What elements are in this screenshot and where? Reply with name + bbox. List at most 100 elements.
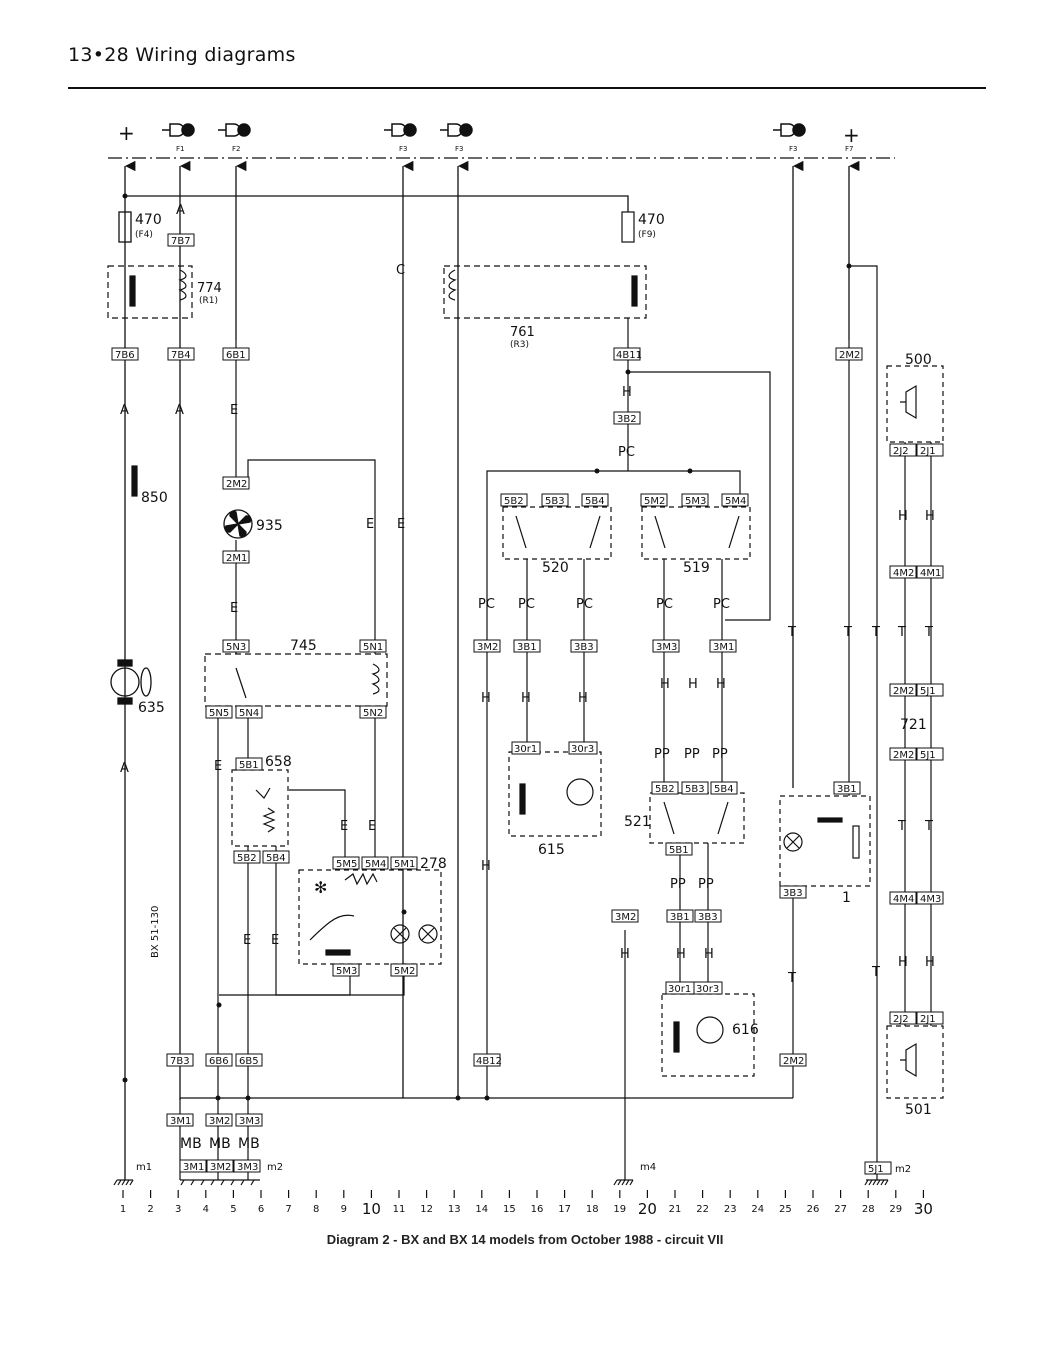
svg-text:PP: PP: [712, 747, 728, 762]
svg-text:H: H: [521, 691, 531, 706]
connector-3B1-616: 3B1: [666, 909, 694, 923]
connector-5M2-519: 5M2: [640, 493, 668, 507]
svg-text:3M3: 3M3: [237, 1162, 258, 1173]
scale-label: 28: [862, 1204, 875, 1215]
svg-text:H: H: [925, 509, 935, 524]
svg-text:616: 616: [732, 1022, 759, 1038]
svg-text:4M4: 4M4: [893, 894, 914, 905]
scale-label: 2: [147, 1204, 153, 1215]
svg-text:745: 745: [290, 638, 317, 654]
svg-text:4M3: 4M3: [920, 894, 941, 905]
connector-5M2: 5M2: [390, 963, 418, 977]
ground-symbols: m1 m2 m4 m2: [113, 1162, 911, 1186]
svg-text:470: 470: [638, 212, 665, 228]
connector-7B3: 7B3: [166, 1053, 194, 1067]
fuse-terminal-icon: [773, 123, 806, 137]
page-header: 13•28 Wiring diagrams: [68, 44, 296, 66]
connector-5N2: 5N2: [359, 705, 387, 719]
terminal-f3: F3: [399, 145, 407, 153]
lamp-unit-1: 1: [779, 795, 871, 906]
window-switch-521: 521: [624, 792, 745, 844]
connector-5N5: 5N5: [205, 705, 233, 719]
connector-5M3: 5M3: [332, 963, 360, 977]
svg-text:E: E: [243, 933, 251, 948]
svg-text:5M3: 5M3: [685, 496, 706, 507]
top-terminals: + F1 F2 F3 F3 F3 + F7: [118, 121, 860, 153]
svg-text:H: H: [620, 947, 630, 962]
scale-label: 27: [834, 1204, 847, 1215]
svg-text:H: H: [925, 955, 935, 970]
svg-text:519: 519: [683, 560, 710, 576]
connector-5B2-520: 5B2: [500, 493, 528, 507]
svg-text:3B2: 3B2: [617, 414, 637, 425]
scale-label: 11: [393, 1204, 406, 1215]
connector-30r1-616: 30r1: [665, 981, 695, 995]
connector-2M1-721b: 2M2: [889, 747, 917, 761]
svg-text:5B2: 5B2: [655, 784, 675, 795]
svg-text:721: 721: [900, 717, 927, 733]
svg-text:E: E: [397, 517, 405, 532]
svg-text:3M1: 3M1: [713, 642, 734, 653]
svg-text:T: T: [924, 625, 933, 640]
svg-text:E: E: [366, 517, 374, 532]
svg-text:2J2: 2J2: [893, 446, 909, 457]
scale-label: 21: [669, 1204, 682, 1215]
connector-3M2: 3M2: [473, 639, 501, 653]
svg-text:5B2: 5B2: [237, 853, 257, 864]
svg-text:5N1: 5N1: [363, 642, 383, 653]
scale-label: 19: [613, 1204, 626, 1215]
svg-text:3M3: 3M3: [656, 642, 677, 653]
scale-label: 12: [420, 1204, 433, 1215]
connector-4B12: 4B12: [473, 1053, 502, 1067]
fuse-terminal-icon: [384, 123, 417, 137]
svg-text:A: A: [120, 403, 129, 418]
svg-text:3M1: 3M1: [183, 1162, 204, 1173]
fan-motor-635: 635: [110, 659, 165, 716]
scale-label: 7: [285, 1204, 291, 1215]
scale-label: 22: [696, 1204, 709, 1215]
svg-text:(F9): (F9): [638, 230, 656, 240]
connector-3B1: 3B1: [513, 639, 541, 653]
svg-text:7B7: 7B7: [171, 236, 191, 247]
svg-text:3B1: 3B1: [517, 642, 537, 653]
svg-text:5J1: 5J1: [920, 750, 936, 761]
connector-blocks: 7B7 7B6 7B4 6B1 2M2 2M1 5N3 5N1 5N5 5N4 …: [111, 233, 944, 1175]
svg-text:30r1: 30r1: [514, 744, 537, 755]
svg-text:E: E: [340, 819, 348, 834]
diagram-caption: Diagram 2 - BX and BX 14 models from Oct…: [326, 1232, 724, 1247]
svg-text:658: 658: [265, 754, 292, 770]
connector-3B2: 3B2: [613, 411, 641, 425]
svg-text:PC: PC: [713, 597, 730, 612]
svg-text:5B1: 5B1: [239, 760, 259, 771]
svg-text:H: H: [481, 691, 491, 706]
svg-text:1: 1: [842, 890, 851, 906]
connector-2J2-501: 2J2: [889, 1011, 917, 1025]
svg-text:2M2: 2M2: [226, 479, 247, 490]
svg-text:5B2: 5B2: [504, 496, 524, 507]
terminal-f1: F1: [176, 145, 184, 153]
connector-2M1-lamp: 2M2: [779, 1053, 807, 1067]
svg-text:C: C: [396, 263, 405, 278]
fuse-terminal-icon: [162, 123, 195, 137]
svg-text:m1: m1: [136, 1162, 152, 1173]
relay-761: 761 (R3) 470 (F9): [443, 211, 665, 350]
svg-text:T: T: [924, 819, 933, 834]
svg-text:E: E: [230, 601, 238, 616]
svg-text:5J1: 5J1: [920, 686, 936, 697]
connector-5M1: 5M1: [390, 856, 418, 870]
svg-text:T: T: [787, 625, 796, 640]
connector-2M2-721: 5J1: [916, 683, 944, 697]
svg-text:4B11: 4B11: [616, 350, 642, 361]
scale-label: 30: [914, 1200, 933, 1218]
connector-2M1-721: 2M2: [889, 683, 917, 697]
scale-label: 5: [230, 1204, 236, 1215]
svg-text:T: T: [897, 625, 906, 640]
connector-2J2: 2J2: [889, 443, 917, 457]
scale-label: 26: [807, 1204, 820, 1215]
svg-text:H: H: [688, 677, 698, 692]
svg-text:PC: PC: [518, 597, 535, 612]
svg-text:E: E: [214, 759, 222, 774]
side-code: BX 51-130: [150, 906, 161, 958]
connector-5B3-521: 5B3: [681, 781, 709, 795]
